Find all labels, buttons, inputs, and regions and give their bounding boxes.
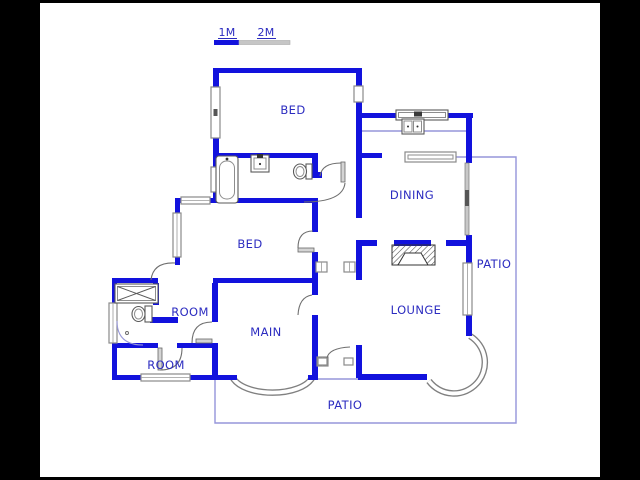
door-arc xyxy=(297,230,314,249)
fireplace-icon xyxy=(391,244,436,266)
wall-segment xyxy=(356,245,362,280)
shower-icon xyxy=(117,286,156,301)
room-label-patio-bottom: PATIO xyxy=(328,398,363,412)
scale-label-2m: 2M xyxy=(257,26,274,39)
bay-windows xyxy=(230,333,489,397)
door-arc xyxy=(319,162,342,177)
room-label-patio-right: PATIO xyxy=(477,257,512,271)
door-arc xyxy=(297,294,313,316)
window-notch xyxy=(213,109,218,116)
room-labels: BED BED DINING PATIO LOUNGE MAIN ROOM RO… xyxy=(147,103,511,412)
bathtub-icon xyxy=(219,160,235,200)
wall-segment xyxy=(212,343,218,380)
wall-segment xyxy=(112,343,158,348)
main-bay-window xyxy=(231,376,314,395)
window-notch xyxy=(465,190,469,206)
lounge-bay-window xyxy=(427,334,487,396)
door-leaf xyxy=(297,247,315,253)
wall-segment xyxy=(466,235,472,263)
bathtub-icon xyxy=(215,155,239,204)
room-label-main: MAIN xyxy=(250,325,281,339)
wall-segment xyxy=(356,345,362,378)
main-door-arc xyxy=(191,321,213,344)
wall-segment xyxy=(213,375,237,380)
door-arc xyxy=(159,347,183,371)
door-post xyxy=(317,357,328,366)
door-post xyxy=(343,357,354,366)
drain-icon xyxy=(416,125,419,128)
wall-segment xyxy=(112,348,117,380)
kitchen-sink-icon xyxy=(403,120,413,133)
wall-segment xyxy=(356,102,362,118)
letterbox-top xyxy=(0,0,640,3)
tap-icon xyxy=(225,157,229,161)
room-label-bed-top: BED xyxy=(280,103,305,117)
wall-segment xyxy=(175,198,318,203)
letterbox-bottom xyxy=(0,477,640,480)
wall-segment xyxy=(213,73,219,87)
serving-window xyxy=(404,151,457,163)
drain-icon xyxy=(407,125,409,128)
door-leaf xyxy=(195,338,213,344)
room-label-lounge: LOUNGE xyxy=(391,303,442,317)
door-arc xyxy=(303,182,346,203)
main-bay-window xyxy=(230,376,315,396)
wall-segment xyxy=(312,283,318,295)
wall-segment xyxy=(356,118,362,218)
room-label-room-lower: ROOM xyxy=(147,358,185,372)
wall-segment xyxy=(312,203,318,232)
shower-icon xyxy=(117,286,156,301)
toilet-icon xyxy=(295,166,305,177)
fireplace-opening xyxy=(397,252,429,266)
door-leaf xyxy=(340,161,346,183)
wall-segment xyxy=(312,172,322,178)
room-label-bed-middle: BED xyxy=(237,237,262,251)
wall-segment xyxy=(213,68,362,73)
drain-icon xyxy=(258,162,262,166)
wall-segment xyxy=(466,315,472,336)
room-label-dining: DINING xyxy=(390,188,434,202)
tap-icon xyxy=(257,154,263,158)
wall-segment xyxy=(150,317,178,323)
toilet-icon xyxy=(134,308,143,320)
patio-door-arc xyxy=(326,346,351,359)
room-label-room-upper: ROOM xyxy=(171,305,209,319)
doors xyxy=(116,161,351,371)
window xyxy=(353,85,364,103)
wall-segment xyxy=(177,343,213,348)
wall-segment xyxy=(312,315,318,375)
wall-segment xyxy=(466,118,472,163)
scale-bar-gray-segment xyxy=(238,40,291,45)
door-arc xyxy=(116,320,144,346)
wall-segment xyxy=(362,153,382,158)
drain-icon xyxy=(125,331,129,335)
wall-segment xyxy=(312,252,318,283)
wall-segment xyxy=(112,278,158,283)
scale-label-1m: 1M xyxy=(218,26,235,39)
entry-door-arc xyxy=(150,262,176,281)
toilet-icon xyxy=(144,305,153,323)
letterbox-left xyxy=(0,0,40,480)
wall-segment xyxy=(308,375,318,380)
wall-segment xyxy=(213,138,219,153)
wall-segment xyxy=(446,240,466,246)
wall-segment xyxy=(394,240,431,246)
wall-segment xyxy=(312,153,318,178)
scale-bar: 1M 2M xyxy=(214,26,291,45)
wall-segment xyxy=(213,278,318,283)
wall-segment xyxy=(356,73,362,86)
tap-icon xyxy=(414,111,422,117)
letterbox-right xyxy=(600,0,640,480)
patio-outline xyxy=(214,156,517,424)
kitchen-sink-icon xyxy=(413,120,422,133)
windows xyxy=(108,85,473,382)
wall-segment xyxy=(358,374,427,380)
wall-segment xyxy=(356,240,377,246)
fixtures xyxy=(114,109,449,366)
scale-bar-blue-segment xyxy=(214,40,239,45)
serving-window-inner xyxy=(407,154,454,160)
wall-segment xyxy=(212,283,218,322)
